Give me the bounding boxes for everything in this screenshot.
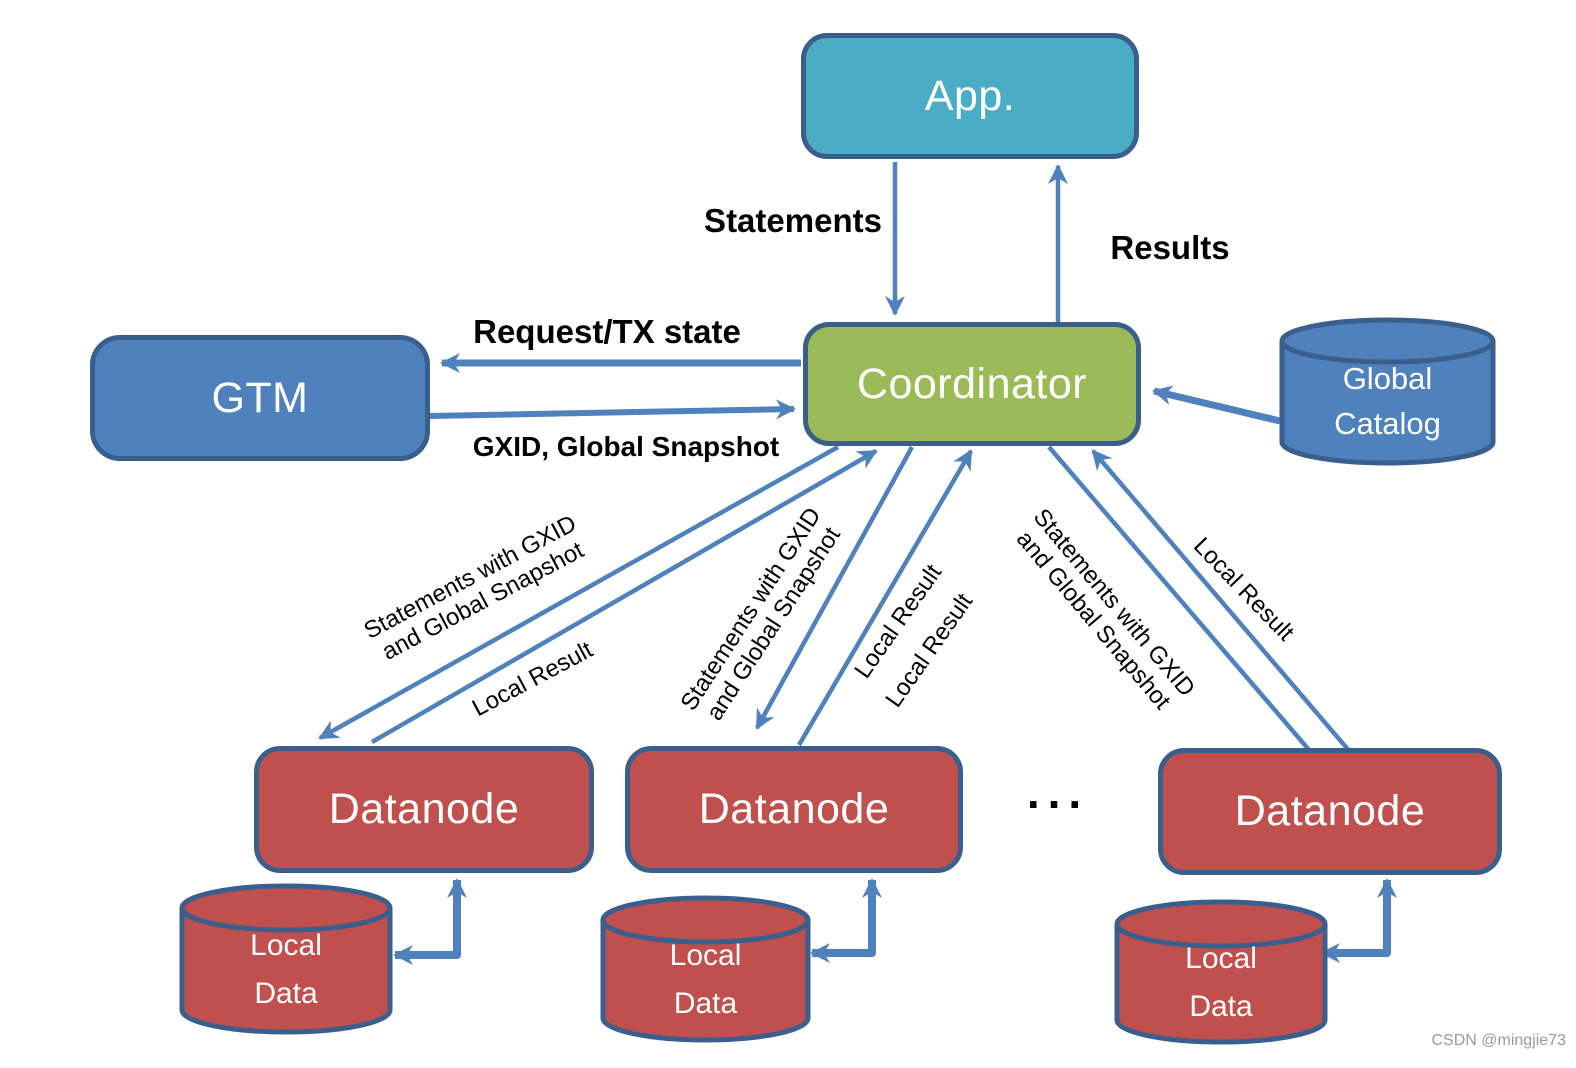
coordinator-node-label: Coordinator	[856, 359, 1088, 408]
local-data3-cylinder	[1114, 899, 1328, 1045]
edge-local-result-datanode1-arrow	[370, 449, 878, 744]
global-catalog-cylinder-top	[1279, 317, 1496, 365]
local-data3-cylinder-top	[1114, 899, 1328, 949]
global-catalog-cylinder-body	[1279, 341, 1496, 466]
edge-localdata3-elbow-arrow	[1320, 878, 1397, 963]
gtm-node: GTM	[90, 335, 430, 461]
coordinator-node: Coordinator	[803, 322, 1141, 446]
local-data2-cylinder-body	[600, 920, 811, 1043]
datanode1-node-label: Datanode	[328, 785, 520, 833]
request-tx-state-label: Request/TX state	[473, 313, 741, 350]
edge-local-result-datanode2-arrow	[797, 449, 973, 747]
local-data2-label: Local Data	[603, 920, 808, 1040]
local-data3-label-line2: Data	[1189, 990, 1253, 1023]
edge-localdata1-elbow-arrow	[393, 878, 467, 965]
edge-statements-datanode2-arrow	[755, 445, 914, 730]
watermark: CSDN @mingjie73	[1431, 1032, 1566, 1049]
local-data2-cylinder-top	[600, 895, 811, 945]
global-catalog-label-line1: Global	[1342, 361, 1433, 397]
edge-local-result-datanode3-arrow	[1091, 449, 1388, 796]
app-node: App.	[801, 33, 1139, 159]
gxid-global-snapshot-label: GXID, Global Snapshot	[472, 431, 780, 462]
global-catalog-label-line2: Catalog	[1334, 406, 1441, 441]
edge-catalog-arrow	[1152, 385, 1281, 425]
datanode3-node-label: Datanode	[1234, 787, 1426, 835]
statements-label: Statements	[704, 202, 882, 239]
local-data3-label-line1: Local	[1185, 942, 1257, 975]
datanode3-node: Datanode	[1158, 748, 1502, 875]
gtm-node-label: GTM	[211, 373, 309, 422]
app-node-label: App.	[924, 71, 1016, 120]
edge-statements-datanode3-arrow	[1047, 445, 1342, 788]
local-data2-cylinder	[600, 895, 811, 1043]
global-catalog-cylinder	[1279, 317, 1496, 466]
local-data1-cylinder	[179, 883, 393, 1035]
local-data1-label-line2: Data	[254, 977, 318, 1010]
local-data1-cylinder-body	[179, 908, 393, 1035]
edge-statements-datanode1-arrow	[318, 445, 840, 740]
results-label: Results	[1110, 229, 1230, 266]
edge-localdata2-elbow-arrow	[810, 878, 882, 963]
datanode2-node-label: Datanode	[698, 785, 890, 833]
local-data1-cylinder-top	[179, 883, 393, 933]
local-data3-label: Local Data	[1117, 924, 1325, 1042]
local-data2-label-line2: Data	[673, 987, 738, 1020]
global-catalog-label: Global Catalog	[1282, 341, 1493, 463]
local-data1-label: Local Data	[182, 908, 390, 1032]
edge-gxid-snapshot-arrow	[429, 399, 796, 420]
datanode1-node: Datanode	[254, 746, 594, 873]
more-datanodes-ellipsis: ...	[1026, 766, 1090, 818]
datanode2-node: Datanode	[625, 746, 963, 873]
local-data2-label-line1: Local	[669, 939, 742, 972]
local-data1-label-line1: Local	[250, 929, 322, 962]
local-data3-cylinder-body	[1114, 924, 1328, 1045]
